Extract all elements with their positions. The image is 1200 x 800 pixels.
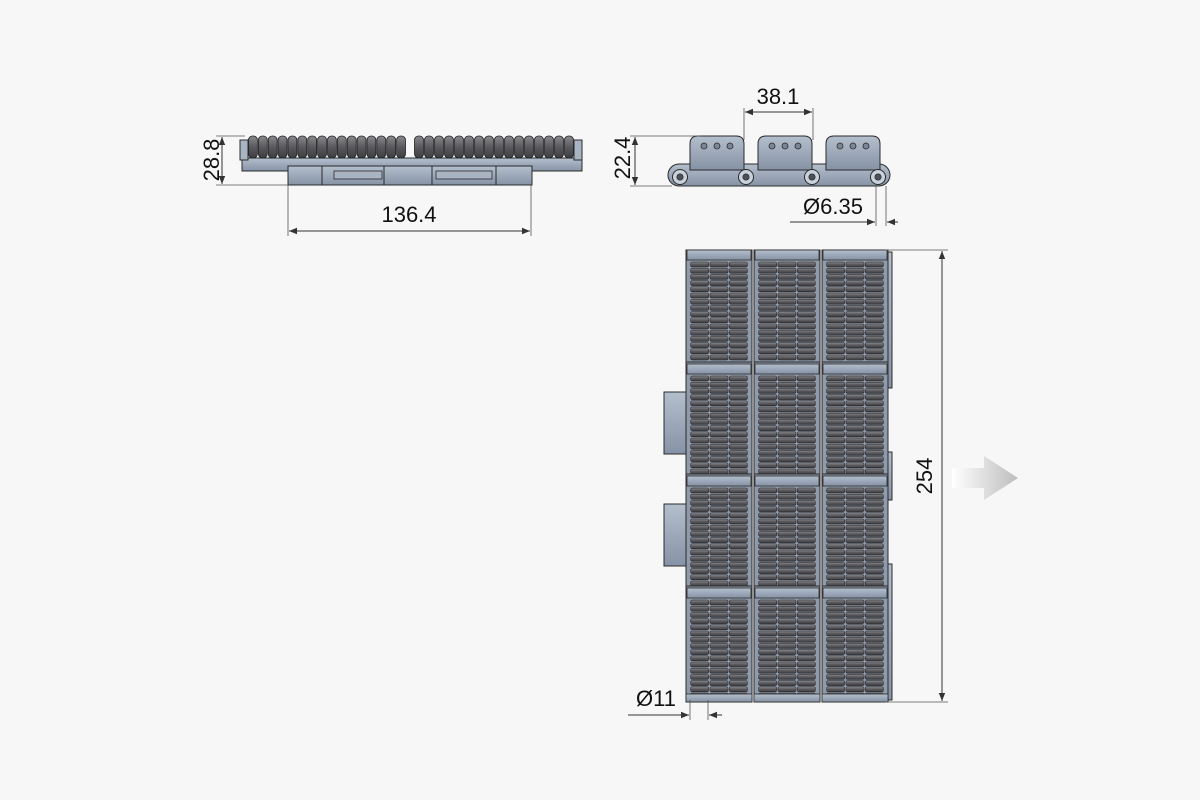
- top-view: 254 Ø11: [628, 249, 948, 720]
- end-view: 38.1 22.4 Ø6.35: [610, 84, 898, 226]
- arrow-right-icon: [952, 456, 1018, 500]
- dim-hole-diameter: Ø11: [636, 686, 676, 711]
- dim-side-height: 28.8: [199, 139, 224, 182]
- dim-side-width: 136.4: [381, 202, 436, 227]
- dim-end-height: 22.4: [610, 137, 635, 180]
- dim-pitch: 38.1: [757, 84, 800, 109]
- dim-pin-diameter: Ø6.35: [803, 194, 863, 219]
- dim-belt-length: 254: [912, 458, 937, 495]
- side-view: 28.8 136.4: [199, 135, 583, 236]
